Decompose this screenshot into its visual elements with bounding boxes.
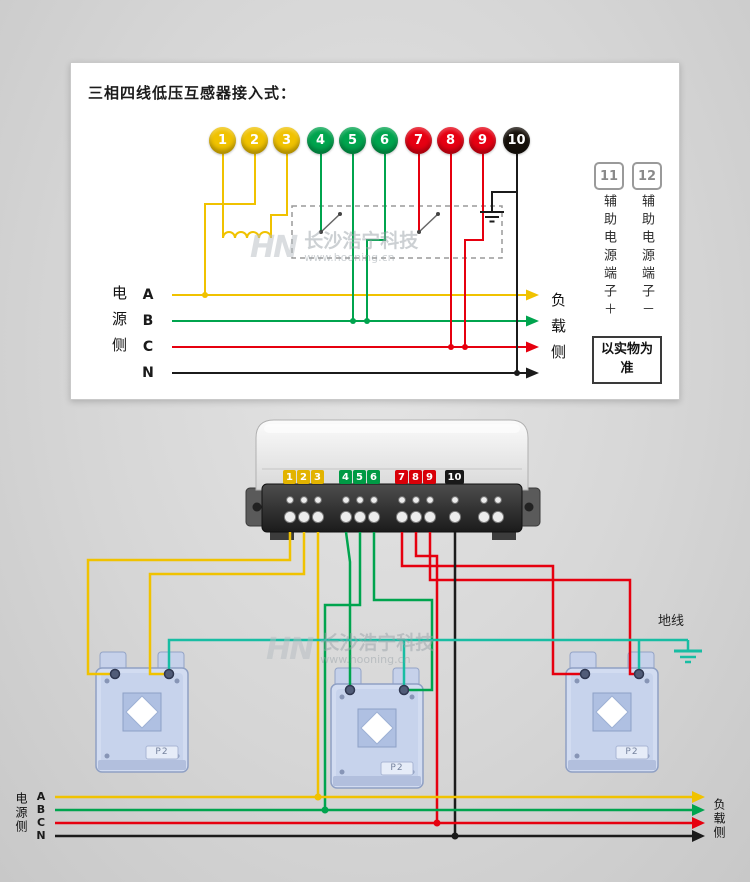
- terminal-chip-5: 5: [353, 470, 366, 484]
- bus-n-arrow: [692, 830, 705, 842]
- source-side-label: 电源侧: [110, 285, 128, 363]
- ct-coil-symbol: [222, 231, 272, 239]
- terminal-circle-7: 7: [405, 127, 432, 154]
- phase-b-label: B: [142, 313, 154, 329]
- phase-b-arrow: [526, 315, 539, 327]
- wiring-phase-b: [323, 531, 434, 810]
- phase-c-arrow: [526, 341, 539, 353]
- bottom-phase-a-label: A: [36, 790, 46, 803]
- wiring-phase-c: [400, 532, 636, 823]
- terminal-chip-8: 8: [409, 470, 422, 484]
- terminal-circle-3: 3: [273, 127, 300, 154]
- terminal-chip-7: 7: [395, 470, 408, 484]
- ct-2-label: P2: [390, 763, 404, 773]
- schematic-panel: [70, 62, 680, 400]
- load-side-label: 负载侧: [549, 292, 567, 370]
- phase-a-arrow: [526, 289, 539, 301]
- terminal-circle-1: 1: [209, 127, 236, 154]
- ct-window-hole: [125, 695, 159, 729]
- aux-terminal-11-label: 辅助电源端子＋: [601, 194, 616, 320]
- bottom-load-side-label: 负载侧: [712, 798, 726, 840]
- current-transformer-1: [95, 651, 189, 773]
- bus-a-arrow: [692, 791, 705, 803]
- schematic-phase-b-wires: [172, 154, 539, 327]
- diagram-title: 三相四线低压互感器接入式：: [88, 84, 297, 102]
- wiring-phase-a: [86, 532, 320, 797]
- terminal-chip-10: 10: [445, 470, 464, 484]
- test-block-links: [319, 212, 440, 234]
- terminal-circle-10: 10: [503, 127, 530, 154]
- meter-terminal-strip: [261, 483, 523, 533]
- meter: [245, 419, 541, 540]
- terminal-chip-1: 1: [283, 470, 296, 484]
- terminal-circle-9: 9: [469, 127, 496, 154]
- ct-1-label: P2: [155, 747, 169, 757]
- terminal-circle-6: 6: [371, 127, 398, 154]
- terminal-chip-6: 6: [367, 470, 380, 484]
- terminal-chip-2: 2: [297, 470, 310, 484]
- schematic-neutral-wires: [172, 154, 539, 379]
- ct-window-hole: [360, 711, 394, 745]
- test-block-dashed-box: [291, 205, 503, 259]
- terminal-circle-4: 4: [307, 127, 334, 154]
- ct-label-plate: [380, 761, 414, 776]
- phase-c-label: C: [142, 339, 154, 355]
- bottom-source-side-label: 电源侧: [14, 792, 28, 834]
- terminal-chip-4: 4: [339, 470, 352, 484]
- ct-3-label: P2: [625, 747, 639, 757]
- terminal-chip-3: 3: [311, 470, 324, 484]
- current-transformer-2: [330, 667, 424, 789]
- aux-terminal-12: 12: [632, 162, 662, 190]
- wiring-ground-links: [167, 638, 702, 690]
- terminal-chip-9: 9: [423, 470, 436, 484]
- aux-terminal-11: 11: [594, 162, 624, 190]
- bus-b-arrow: [692, 804, 705, 816]
- neutral-arrow: [526, 367, 539, 379]
- bottom-phase-c-label: C: [36, 816, 46, 829]
- ct-label-plate: [615, 745, 649, 760]
- phase-a-label: A: [142, 287, 154, 303]
- schematic-phase-c-wires: [172, 154, 539, 353]
- terminal-circle-5: 5: [339, 127, 366, 154]
- note-box: 以实物为准: [592, 336, 662, 384]
- phase-n-label: N: [142, 365, 154, 381]
- current-transformer-3: [565, 651, 659, 773]
- ct-window-hole: [595, 695, 629, 729]
- bottom-phase-n-label: N: [36, 829, 46, 842]
- ground-wire-label: 地线: [658, 614, 685, 629]
- meter-terminal-screws: [283, 496, 505, 524]
- aux-terminal-12-label: 辅助电源端子－: [639, 194, 654, 320]
- bottom-bus-lines: [55, 791, 705, 842]
- bottom-phase-b-label: B: [36, 803, 46, 816]
- schematic-phase-a-wires: [172, 154, 539, 301]
- terminal-circle-2: 2: [241, 127, 268, 154]
- ct-terminal-screw-caps: [109, 668, 645, 696]
- bus-c-arrow: [692, 817, 705, 829]
- ct-label-plate: [145, 745, 179, 760]
- terminal-circle-8: 8: [437, 127, 464, 154]
